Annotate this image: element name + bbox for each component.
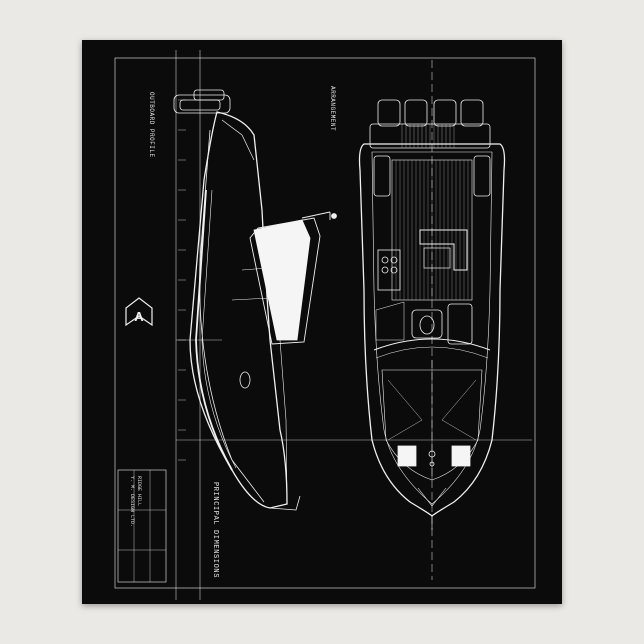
drawing-frame <box>114 57 536 589</box>
blueprint-postcard: A OUTBOARD PROFILE ARRANGEMENT RIDGE HIL… <box>82 40 562 604</box>
arrangement-label: ARRANGEMENT <box>329 86 336 132</box>
title-block-company: RIDGE HILL <box>136 476 142 507</box>
principal-dimensions-title: PRINCIPAL DIMENSIONS <box>211 482 219 579</box>
blueprint-drawing: A <box>114 50 536 600</box>
title-block-firm: Y. M. DESIGN LTD. <box>129 476 135 528</box>
arrangement-drawing <box>358 99 506 530</box>
profile-label: OUTBOARD PROFILE <box>148 92 155 158</box>
outboard-profile-drawing <box>173 89 337 511</box>
logo-letter: A <box>134 309 144 324</box>
logo-mark <box>125 297 153 327</box>
